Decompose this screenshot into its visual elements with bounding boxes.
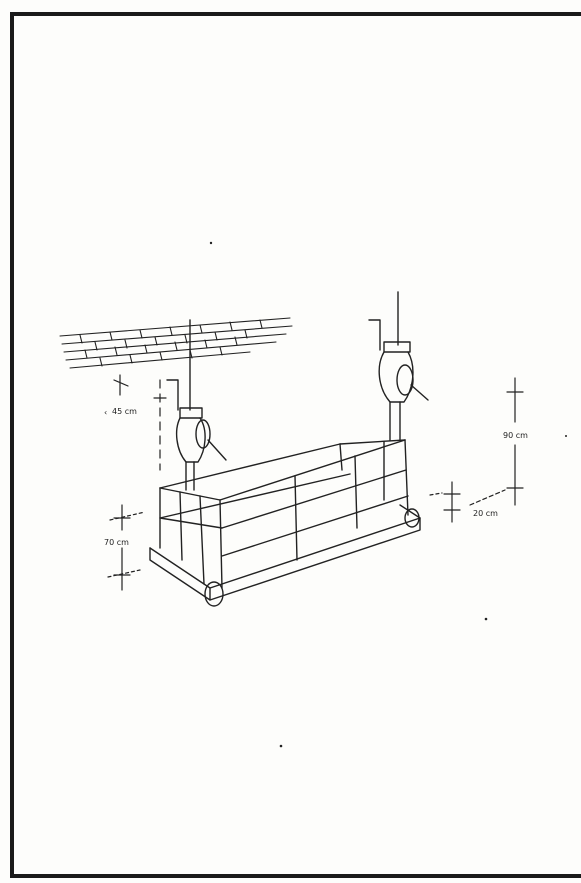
brick-wall — [59, 317, 293, 369]
right-hoist — [368, 291, 429, 441]
page-border-left — [10, 12, 14, 878]
page-border-top — [10, 12, 581, 16]
wall-clearance-dimension — [113, 374, 167, 471]
platform-height-dimension — [107, 504, 146, 591]
gap-distance-dimension — [429, 481, 506, 523]
label-45cm: 45 cm — [112, 407, 137, 416]
guardrail-height-dimension — [506, 377, 524, 506]
label-90cm: 90 cm — [503, 431, 528, 440]
left-hoist — [166, 319, 227, 491]
label-20cm: 20 cm — [473, 509, 498, 518]
platform-basket — [149, 439, 421, 607]
scan-specks — [209, 241, 567, 748]
label-wall-clearance: ‹ — [104, 408, 107, 417]
page-border-bottom — [10, 874, 581, 878]
label-70cm: 70 cm — [104, 538, 129, 547]
